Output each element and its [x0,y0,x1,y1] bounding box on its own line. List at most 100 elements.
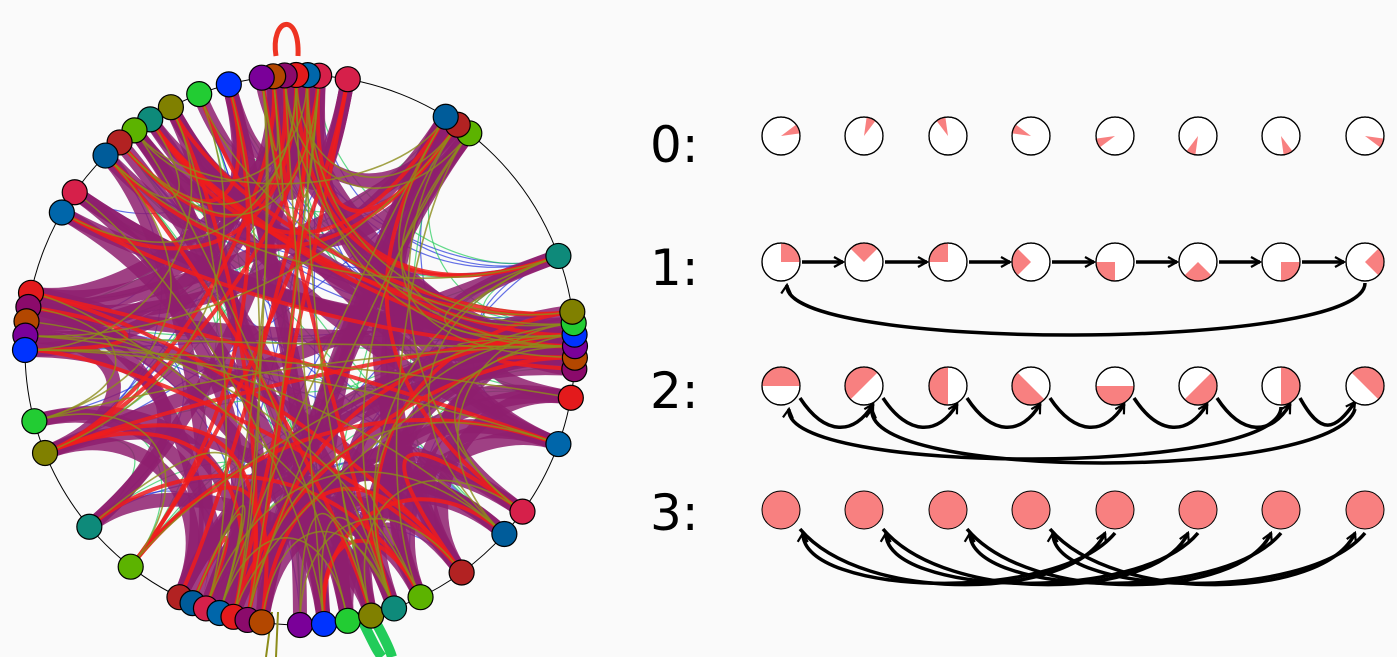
hierarchy-arrows [787,262,1367,587]
hierarchy-disc [761,366,801,406]
graph-node [334,607,361,634]
level-label-1: 1: [650,239,699,297]
graph-node [545,242,572,270]
hierarchy-disc [761,116,801,156]
graph-edge [299,518,463,626]
circular-network-graph [11,22,589,657]
graph-edge [44,93,226,454]
graph-edge [299,512,372,626]
hierarchy-disc [1178,366,1218,406]
graph-edge [295,74,459,178]
hierarchy-disc [761,242,801,282]
hierarchy-arrow [965,527,1271,587]
graph-edge [295,74,320,197]
graph-edge [133,115,447,185]
graph-node [380,595,408,622]
hierarchy-disc [1011,116,1051,156]
graph-edge [30,292,395,610]
graph-node [509,498,536,525]
hierarchy-disc [761,490,801,530]
hierarchy-disc [928,366,968,406]
graph-edge [29,290,464,575]
hierarchy-arrow [789,406,1283,461]
hierarchy-arrow [1298,397,1357,427]
graph-edge [218,115,447,614]
graph-edge [33,413,167,568]
hierarchy-disc [1345,490,1385,530]
graph-nodes [11,61,589,639]
hierarchy-disc [1345,366,1385,406]
graph-node [491,520,518,548]
graph-node [11,336,39,364]
hierarchy-disc [1261,366,1301,406]
hierarchy-disc [1095,242,1135,282]
hierarchy-arrow [787,282,1367,337]
hierarchy-arrow [881,397,959,429]
graph-edge [306,74,574,316]
graph-edge [128,485,269,625]
level-label-2: 2: [650,362,699,420]
hierarchy-arrow [965,397,1042,429]
hierarchy-arrow [881,527,1188,587]
graph-node [48,199,75,226]
hierarchy-disc [928,242,968,282]
hierarchy-disc [844,242,884,282]
graph-edge [363,479,524,617]
graph-edge [400,123,576,359]
graph-edge [205,76,269,610]
hierarchy-disc [844,366,884,406]
graph-edge [25,320,422,598]
level-label-3: 3: [650,484,699,542]
hierarchy-disc [844,490,884,530]
graph-edge [24,106,193,351]
graph-edge [24,334,506,535]
graph-node [186,81,213,108]
graph-edge [402,452,525,575]
graph-edge [170,106,227,610]
graph-node [432,103,459,130]
hierarchy-disc [1261,490,1301,530]
graph-edge [129,322,575,568]
graph-edge [341,486,395,617]
graph-node [248,609,275,636]
graph-node [215,71,242,98]
graph-edge [457,322,575,535]
graph-edge [33,345,576,422]
graph-edge [133,129,349,622]
graph-node [545,430,572,458]
graph-edge [231,77,350,619]
hierarchy-disc [1095,366,1135,406]
graph-edge [104,118,180,199]
graph-edge [198,93,575,326]
graph-edge [24,349,560,445]
hierarchy-disc [1011,242,1051,282]
hierarchy-arrow [1132,397,1209,429]
graph-edges [18,22,582,657]
graph-edge [43,431,245,619]
hierarchy-discs [761,116,1385,530]
graph-edge [260,530,395,624]
graph-node [92,142,119,169]
hierarchy-disc [844,116,884,156]
graph-edge [61,74,297,243]
graph-node [248,64,275,91]
hierarchy-disc [1345,116,1385,156]
graph-node [557,384,584,411]
hierarchy-diagram: 0: 1: 2: 3: [650,116,1385,587]
graph-edge [27,408,223,616]
hierarchy-disc [928,490,968,530]
self-loop-edge [272,22,301,57]
hierarchy-disc [1178,116,1218,156]
graph-node [358,602,385,629]
graph-edge [407,123,524,513]
graph-edge [228,83,261,618]
graph-edge [104,154,560,279]
graph-node [61,179,88,206]
hierarchy-arrow [1048,527,1355,587]
hierarchy-arrow [872,409,1357,465]
graph-edge [395,132,471,598]
graph-edge [320,516,395,625]
hierarchy-disc [1011,366,1051,406]
graph-edge [23,304,129,352]
